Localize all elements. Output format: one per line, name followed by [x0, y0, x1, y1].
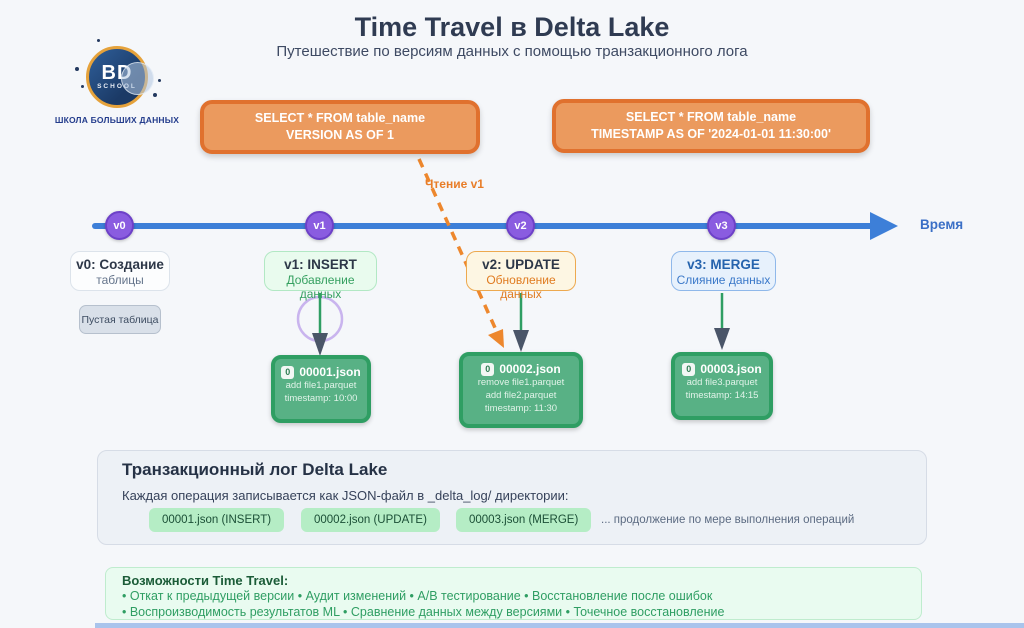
v1-to-log-arrow: [312, 293, 328, 356]
log-file-card-00003: 0 00003.json add file3.parquet timestamp…: [671, 352, 773, 420]
version-title: v1: INSERT: [284, 257, 357, 272]
json-file-name: 00002.json: [499, 362, 561, 376]
json-file-detail: timestamp: 11:30: [484, 403, 558, 414]
down-arrowhead-icon: [714, 328, 730, 350]
version-title: v2: UPDATE: [482, 257, 560, 272]
query-line: SELECT * FROM table_name: [254, 111, 426, 125]
log-chip-merge: 00003.json (MERGE): [456, 508, 592, 532]
json-file-name: 00003.json: [700, 362, 762, 376]
json-file-detail: add file3.parquet: [686, 377, 758, 388]
log-panel-more-text: ... продолжение по мере выполнения опера…: [601, 514, 855, 526]
version-card-v3: v3: MERGE Слияние данных: [671, 251, 776, 291]
v2-to-log-arrow: [513, 293, 529, 352]
log-chip-insert: 00001.json (INSERT): [149, 508, 285, 532]
log-file-card-00002: 0 00002.json remove file1.parquet add fi…: [459, 352, 583, 428]
logo-caption: ШКОЛА БОЛЬШИХ ДАННЫХ: [54, 115, 180, 125]
logo-text-school: SCHOOL: [97, 83, 137, 90]
features-line: • Откат к предыдущей версии • Аудит изме…: [122, 589, 713, 603]
log-chip-update: 00002.json (UPDATE): [301, 508, 440, 532]
json-file-name: 00001.json: [299, 365, 361, 379]
version-subtitle: таблицы: [96, 273, 144, 287]
json-file-detail: add file2.parquet: [485, 390, 557, 401]
logo-decor-dot: [97, 39, 100, 42]
timeline-arrowhead-icon: [870, 212, 898, 240]
logo-decor-dot: [153, 93, 157, 97]
dashed-arrowhead-icon: [488, 329, 504, 348]
down-arrowhead-icon: [513, 330, 529, 352]
logo-moon-shape: [121, 62, 154, 95]
highlight-circle: [296, 295, 344, 343]
log-file-card-00001: 0 00001.json add file1.parquet timestamp…: [271, 355, 371, 423]
query-line: VERSION AS OF 1: [286, 128, 394, 142]
version-subtitle: Слияние данных: [676, 273, 771, 287]
time-axis-label: Время: [920, 217, 964, 232]
json-file-icon: 0: [481, 362, 495, 376]
features-line: • Воспроизводимость результатов ML • Сра…: [122, 605, 725, 619]
query-version-as-of: SELECT * FROM table_name VERSION AS OF 1: [200, 100, 480, 154]
json-file-icon: 0: [281, 365, 295, 379]
bd-school-logo: BD SCHOOL ШКОЛА БОЛЬШИХ ДАННЫХ: [52, 39, 182, 125]
bottom-partial-bar: [95, 623, 1024, 628]
version-card-v2: v2: UPDATE Обновление данных: [466, 251, 576, 301]
timeline-node-v3: v3: [707, 211, 736, 240]
json-file-detail: remove file1.parquet: [477, 377, 565, 388]
features-title: Возможности Time Travel:: [122, 573, 289, 588]
logo-decor-dot: [158, 79, 161, 82]
timeline-node-v0: v0: [105, 211, 134, 240]
json-file-detail: add file1.parquet: [285, 380, 357, 391]
timeline-axis: [92, 212, 898, 240]
version-subtitle: Добавление данных: [286, 273, 355, 301]
json-file-icon: 0: [682, 362, 696, 376]
version-subtitle: Обновление данных: [486, 273, 556, 301]
query-line: SELECT * FROM table_name: [625, 110, 797, 124]
version-card-v0: v0: Создание таблицы: [70, 251, 170, 291]
timeline-node-v2: v2: [506, 211, 535, 240]
bd-school-logo-icon: BD SCHOOL: [75, 39, 161, 108]
version-title: v3: MERGE: [687, 257, 760, 272]
down-arrowhead-icon: [312, 333, 328, 356]
read-v1-label: Чтение v1: [425, 177, 484, 191]
transaction-log-panel: Транзакционный лог Delta Lake Каждая опе…: [97, 450, 927, 545]
v3-to-log-arrow: [714, 293, 730, 350]
time-travel-features-panel: Возможности Time Travel: • Откат к преды…: [105, 567, 922, 620]
json-file-detail: timestamp: 14:15: [685, 390, 759, 401]
page-subtitle: Путешествие по версиям данных с помощью …: [276, 43, 748, 60]
json-file-detail: timestamp: 10:00: [284, 393, 358, 404]
log-panel-description: Каждая операция записывается как JSON-фа…: [122, 488, 569, 503]
timeline-node-v1: v1: [305, 211, 334, 240]
query-timestamp-as-of: SELECT * FROM table_name TIMESTAMP AS OF…: [552, 99, 870, 153]
empty-table-badge: Пустая таблица: [79, 305, 161, 334]
log-panel-title: Транзакционный лог Delta Lake: [122, 460, 388, 479]
logo-decor-dot: [81, 85, 84, 88]
query-line: TIMESTAMP AS OF '2024-01-01 11:30:00': [591, 127, 831, 141]
page-title: Time Travel в Delta Lake: [354, 12, 670, 42]
version-card-v1: v1: INSERT Добавление данных: [264, 251, 377, 301]
version-title: v0: Создание: [76, 257, 164, 272]
logo-decor-dot: [75, 67, 79, 71]
